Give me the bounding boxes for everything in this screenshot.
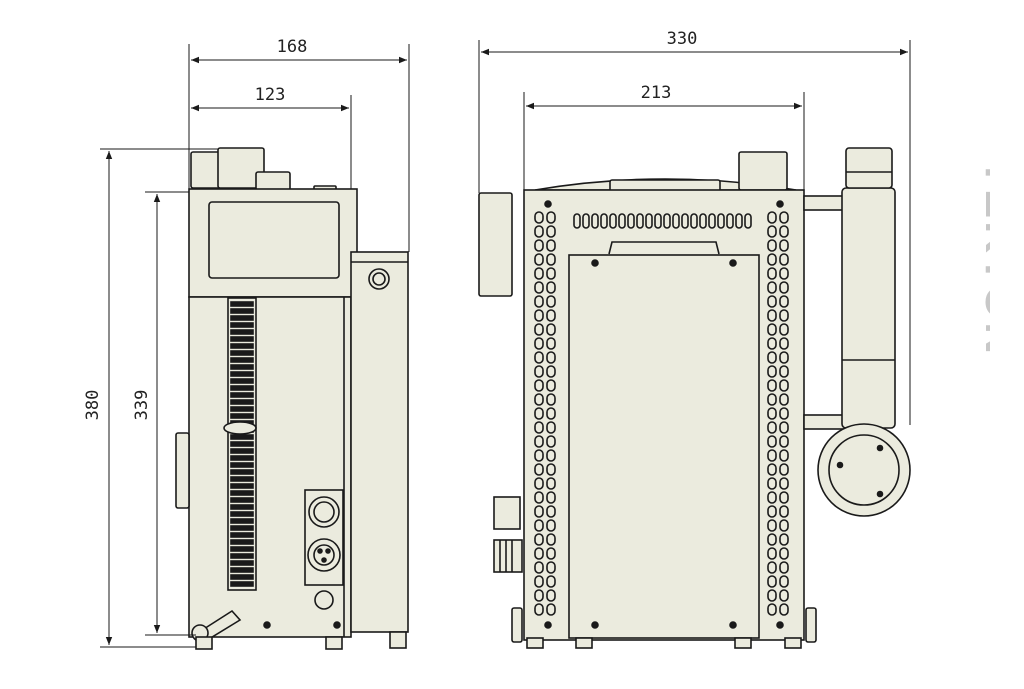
side-top-knob-right: [217, 147, 265, 189]
front-foot: [575, 637, 593, 649]
front-foot: [784, 637, 802, 649]
front-vent-slots: [534, 211, 789, 616]
front-top-knob: [738, 151, 788, 191]
brand-logo-text: TEKTON: [976, 159, 990, 357]
side-tank-cap: [368, 268, 390, 290]
side-lower-body: [188, 296, 352, 638]
side-top-cap: [255, 171, 291, 191]
front-access-panel: [568, 254, 760, 639]
side-foot: [389, 631, 407, 649]
side-handle: [175, 432, 190, 509]
front-view: [478, 147, 911, 649]
side-foot: [195, 636, 213, 650]
front-left-block: [478, 192, 513, 297]
front-connector-lower: [493, 539, 523, 573]
side-vent-grille: [227, 297, 257, 591]
dim-body-width-front: 213: [641, 83, 672, 103]
dim-body-height: 339: [132, 390, 152, 421]
side-display-window: [208, 201, 340, 279]
brand-logo: TEKTON: [976, 159, 990, 357]
dimension-lines: [100, 40, 911, 648]
side-view: [175, 147, 409, 650]
front-bottle-cap: [845, 147, 893, 189]
front-foot: [526, 637, 544, 649]
front-panel-screws: [544, 200, 784, 629]
side-port: [314, 590, 334, 610]
dim-overall-height: 380: [83, 390, 103, 421]
dim-overall-width-side: 168: [277, 37, 308, 57]
dim-overall-width-front: 330: [667, 29, 698, 49]
side-connector-lower: [307, 538, 341, 572]
front-bottle-body: [841, 187, 896, 429]
side-foot: [325, 636, 343, 650]
side-rear-tank: [350, 251, 409, 633]
front-foot: [734, 637, 752, 649]
front-panel-handle: [608, 241, 720, 255]
dim-upper-width-side: 123: [255, 85, 286, 105]
front-connector-upper: [493, 496, 521, 530]
